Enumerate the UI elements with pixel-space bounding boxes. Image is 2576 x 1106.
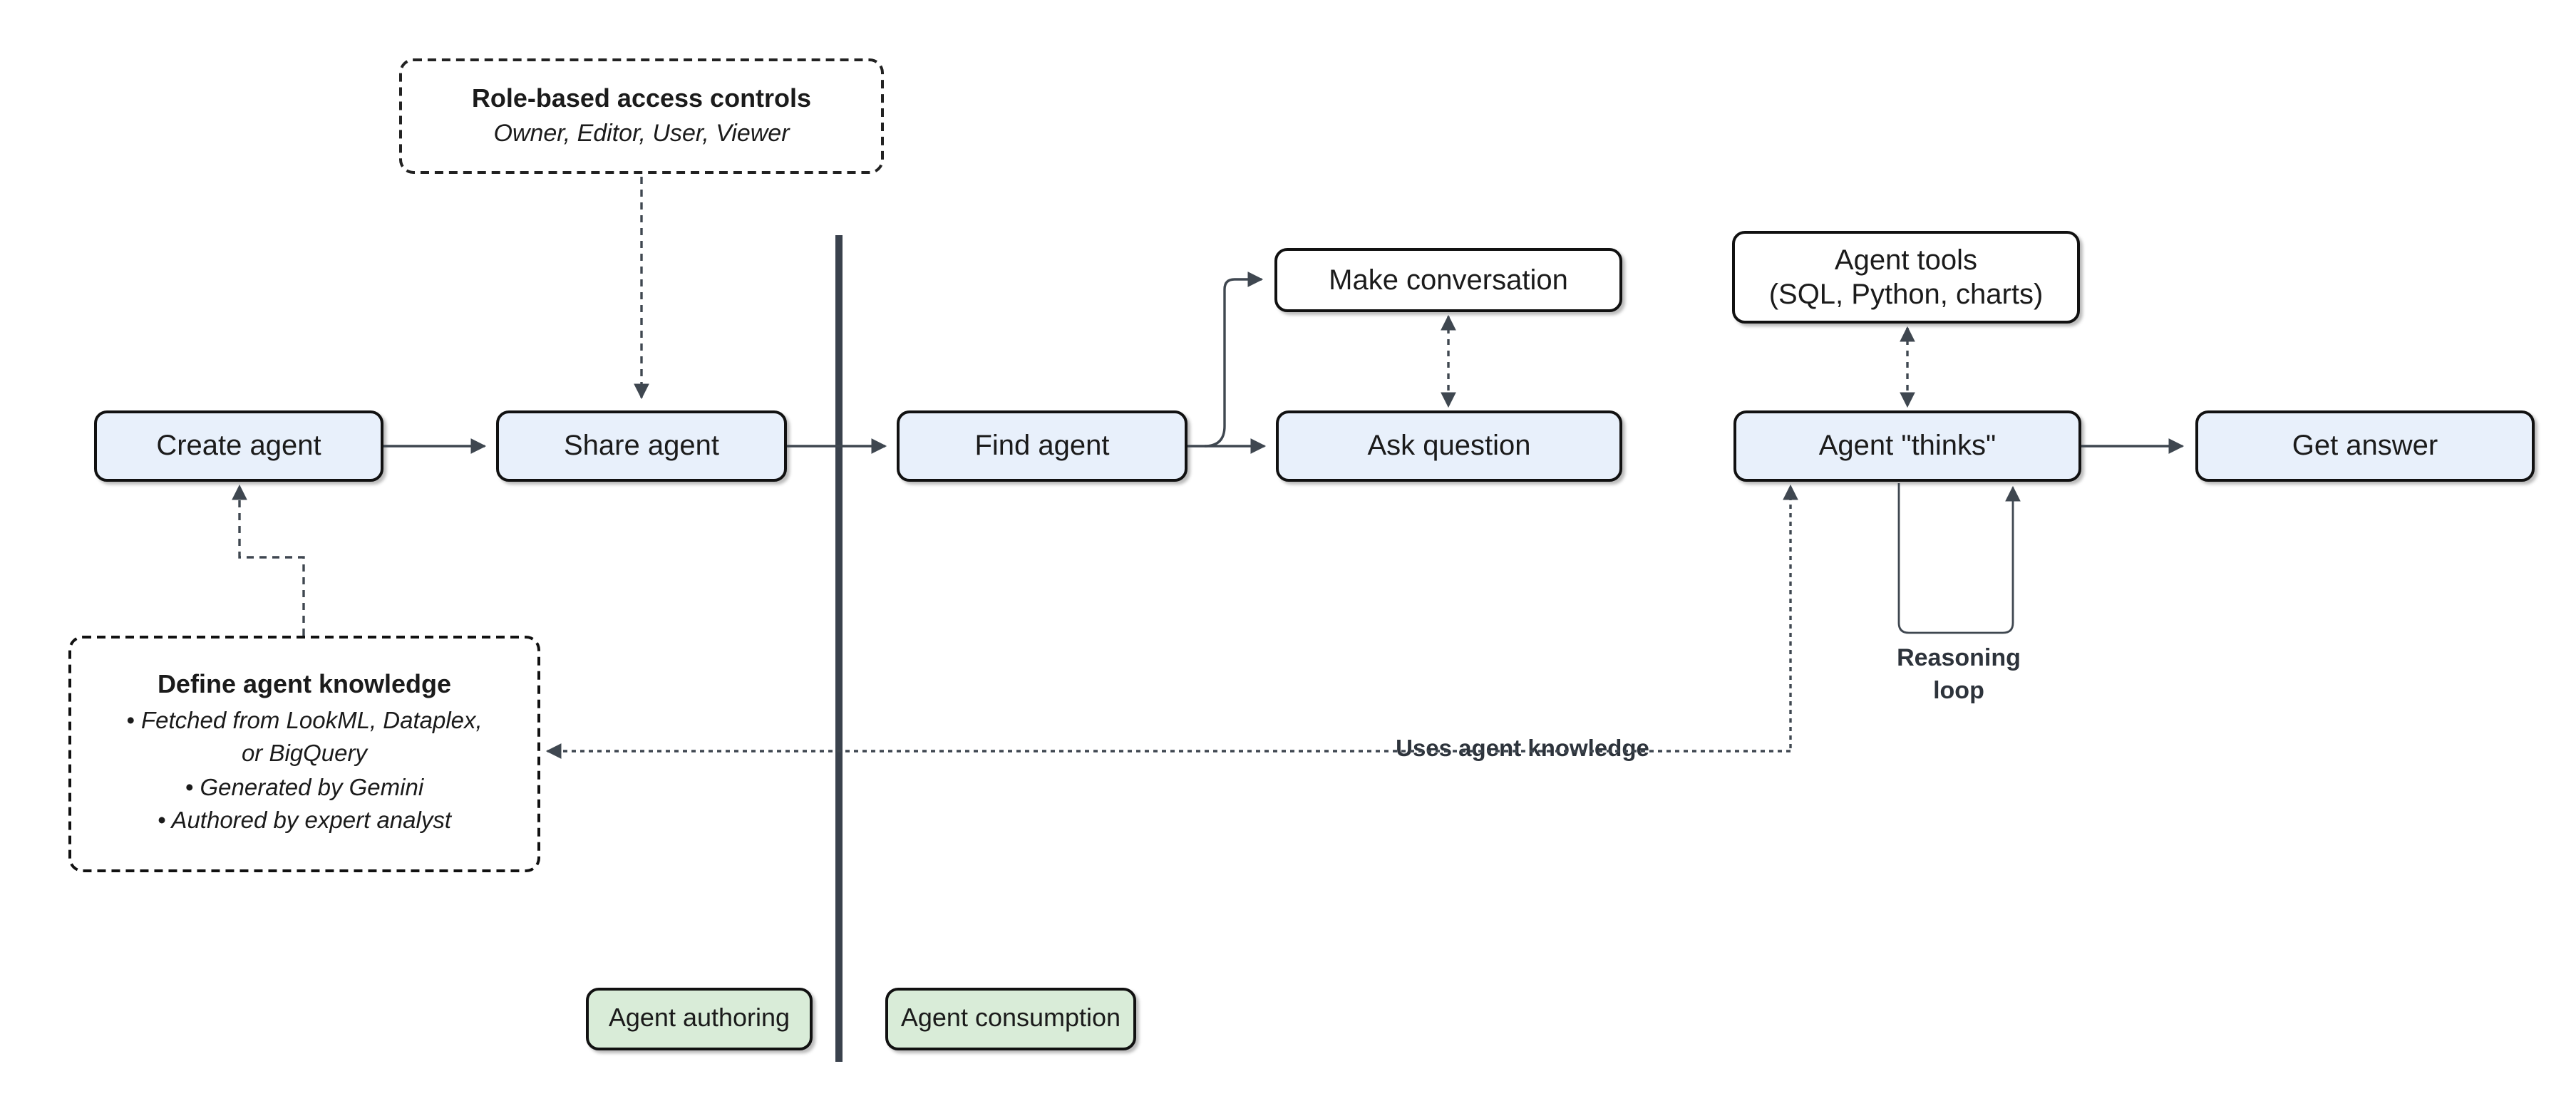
role-access-callout: Role-based access controls Owner, Editor… xyxy=(399,58,884,174)
node-ask-question-label: Ask question xyxy=(1367,430,1531,462)
node-agent-thinks-label: Agent "thinks" xyxy=(1818,430,1997,462)
node-make-conversation-label: Make conversation xyxy=(1329,264,1568,296)
node-share-agent: Share agent xyxy=(496,410,787,482)
define-knowledge-item: • Fetched from LookML, Dataplex, or BigQ… xyxy=(126,708,483,768)
node-create-agent: Create agent xyxy=(94,410,383,482)
node-create-agent-label: Create agent xyxy=(156,430,321,462)
node-agent-tools: Agent tools (SQL, Python, charts) xyxy=(1732,231,2080,324)
arrow-find-to-make-conversation xyxy=(1204,272,1264,448)
define-knowledge-item: • Generated by Gemini xyxy=(185,775,424,800)
node-find-agent-label: Find agent xyxy=(974,430,1110,462)
role-access-subtitle: Owner, Editor, User, Viewer xyxy=(493,120,790,147)
define-knowledge-item: • Authored by expert analyst xyxy=(157,807,452,834)
legend-agent-consumption: Agent consumption xyxy=(885,988,1136,1050)
legend-agent-authoring-label: Agent authoring xyxy=(608,1003,790,1033)
node-share-agent-label: Share agent xyxy=(564,430,719,462)
node-agent-thinks: Agent "thinks" xyxy=(1733,410,2081,482)
authoring-consumption-divider xyxy=(835,235,843,1062)
define-knowledge-title: Define agent knowledge xyxy=(157,670,452,699)
reasoning-loop-connector xyxy=(1897,483,2021,634)
legend-agent-authoring: Agent authoring xyxy=(586,988,813,1050)
node-ask-question: Ask question xyxy=(1276,410,1622,482)
uses-agent-knowledge-label: Uses agent knowledge xyxy=(1389,736,1657,764)
node-get-answer: Get answer xyxy=(2195,410,2535,482)
node-make-conversation: Make conversation xyxy=(1274,248,1622,312)
arrow-define-knowledge-to-create xyxy=(232,484,305,636)
node-agent-tools-label-line1: Agent tools xyxy=(1834,244,1978,276)
reasoning-loop-label: Reasoning loop xyxy=(1897,644,2021,704)
define-knowledge-callout: Define agent knowledge • Fetched from Lo… xyxy=(68,636,540,872)
node-find-agent: Find agent xyxy=(897,410,1187,482)
define-knowledge-list: • Fetched from LookML, Dataplex, or BigQ… xyxy=(118,706,491,838)
node-get-answer-label: Get answer xyxy=(2292,430,2438,462)
role-access-title: Role-based access controls xyxy=(471,84,812,113)
legend-agent-consumption-label: Agent consumption xyxy=(900,1003,1121,1033)
node-agent-tools-label-line2: (SQL, Python, charts) xyxy=(1768,279,2044,310)
